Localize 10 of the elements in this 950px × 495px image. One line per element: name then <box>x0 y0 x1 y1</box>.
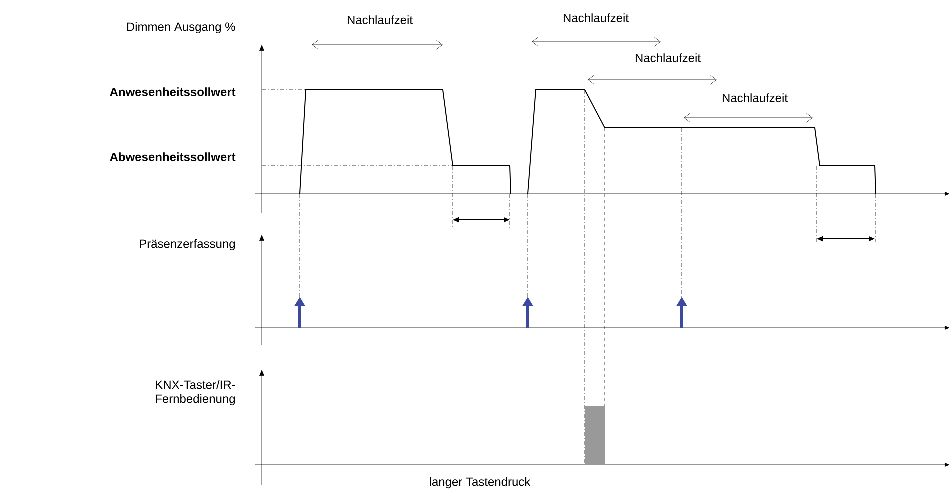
axis-label: Dimmen Ausgang % <box>127 22 236 34</box>
level-label: Anwesenheitssollwert <box>110 88 236 96</box>
dimension-label: Nachlaufzeit <box>348 16 413 24</box>
axis-label: Präsenzerfassung <box>140 239 236 251</box>
dimension-label: Nachlaufzeit <box>636 54 701 62</box>
axis-label: KNX-Taster/IR-Fernbedienung <box>156 380 236 406</box>
dimension-label: Nachlaufzeit <box>722 94 788 102</box>
axis-label: langer Tastendruck <box>430 477 531 489</box>
level-label: Abwesenheitssollwert <box>110 152 236 162</box>
dimension-label: Nachlaufzeit <box>564 14 629 22</box>
